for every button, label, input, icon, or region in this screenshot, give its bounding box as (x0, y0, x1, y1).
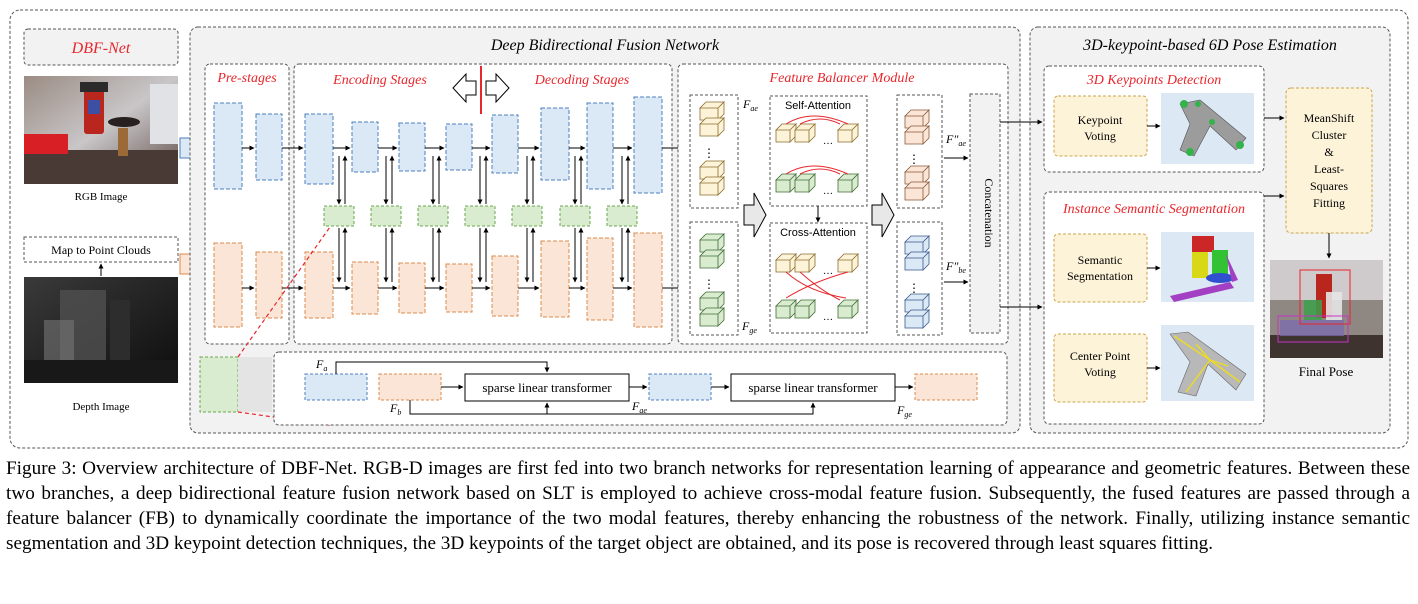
map-to-point-clouds-box (23, 236, 179, 263)
feature-balancer-title: Feature Balancer Module (769, 71, 915, 86)
encoding-stages-title: Encoding Stages (332, 73, 427, 88)
meanshift-line-1: MeanShift (1304, 111, 1355, 125)
left-arrow-icon (452, 72, 477, 104)
semantic-seg-label-2: Segmentation (1067, 269, 1133, 283)
geometric-output-cubes (904, 235, 930, 329)
keypoint-pointcloud-image (1161, 93, 1254, 164)
self-attention-label: Self-Attention (785, 100, 851, 112)
map-to-point-clouds-label: Map to Point Clouds (51, 243, 151, 257)
cross-attention-label: Cross-Attention (780, 227, 856, 239)
fge-label: Fge (896, 403, 912, 419)
semantic-seg-box (1053, 233, 1148, 303)
slt-block-2 (730, 373, 896, 402)
final-pose-label: Final Pose (1299, 364, 1354, 379)
slt-fusion-nodes (323, 205, 638, 227)
svg-text:…: … (823, 136, 833, 147)
slt-block-1-label: sparse linear transformer (482, 380, 612, 395)
keypoint-voting-label-2: Voting (1084, 129, 1116, 143)
geometric-dots: ⋮ (703, 277, 715, 291)
slt-zoom-source (199, 356, 239, 413)
meanshift-line-4: Least- (1314, 162, 1344, 176)
f-ae-label: Fae (742, 97, 758, 113)
dbf-net-title-box (23, 28, 179, 66)
center-voting-label-2: Voting (1084, 365, 1116, 379)
depth-image (24, 277, 178, 383)
f-ge-label: Fge (741, 319, 757, 335)
self-attention-cubes: … … (775, 115, 859, 197)
dbf-net-title: DBF-Net (71, 40, 131, 57)
architecture-diagram: DBF-Net RGB Image Map to Point Clouds De… (9, 9, 1409, 449)
slt-detail-panel (273, 351, 1008, 426)
center-voting-image (1161, 325, 1254, 401)
f-be2-label: F″be (945, 259, 966, 275)
center-voting-label-1: Center Point (1070, 349, 1131, 363)
input-panel: DBF-Net RGB Image Map to Point Clouds De… (23, 28, 212, 413)
svg-text:…: … (823, 266, 833, 277)
keypoint-voting-label-1: Keypoint (1078, 113, 1123, 127)
fa-label: Fa (315, 357, 327, 373)
concatenation-block (969, 93, 1001, 334)
meanshift-box (1285, 87, 1373, 234)
svg-text:…: … (823, 186, 833, 197)
right-arrow-icon (485, 72, 510, 104)
fb-label: Fb (389, 401, 401, 417)
rgb-branch (213, 96, 663, 194)
fa-block (304, 373, 368, 401)
fge-block (914, 373, 978, 401)
slt-arrows (335, 361, 914, 415)
appearance-output-dots: ⋮ (908, 152, 920, 166)
concatenation-label: Concatenation (982, 178, 996, 247)
meanshift-line-2: Cluster (1312, 128, 1347, 142)
fae-block (648, 373, 712, 401)
balancer-in-arrow (743, 192, 767, 238)
slt-block-2-label: sparse linear transformer (748, 380, 878, 395)
svg-text:…: … (823, 312, 833, 323)
figure-caption: Figure 3: Overview architecture of DBF-N… (6, 458, 1410, 554)
meanshift-line-6: Fitting (1313, 196, 1345, 210)
slt-zoom-wedge (238, 357, 272, 412)
rgb-image (24, 76, 178, 184)
pose-estimation-title: 3D-keypoint-based 6D Pose Estimation (1082, 37, 1337, 54)
decoding-stages-title: Decoding Stages (534, 73, 630, 88)
appearance-feature-cubes (699, 101, 725, 196)
fb-block (378, 373, 442, 401)
vertical-connectors (336, 155, 631, 283)
fae-label: Fae (631, 399, 647, 415)
zoom-line-top (237, 226, 331, 358)
meanshift-line-5: Squares (1310, 179, 1348, 193)
pre-stages-title: Pre-stages (216, 71, 277, 86)
geometric-output-dots: ⋮ (908, 281, 920, 295)
keypoints-detection-title: 3D Keypoints Detection (1086, 73, 1222, 88)
f-ae2-label: F″ae (945, 132, 966, 148)
segmentation-image (1161, 232, 1254, 302)
fusion-network-title: Deep Bidirectional Fusion Network (490, 37, 720, 54)
final-pose-image (1270, 260, 1383, 358)
cross-attention-cubes: … … (775, 253, 859, 323)
meanshift-line-3: & (1324, 145, 1334, 159)
semantic-seg-label-1: Semantic (1078, 253, 1123, 267)
instance-seg-title: Instance Semantic Segmentation (1062, 202, 1245, 217)
balancer-out-arrow (871, 192, 895, 238)
rgb-image-label: RGB Image (75, 191, 128, 203)
encoder-decoder-panel (293, 63, 673, 345)
appearance-output-cubes (904, 109, 930, 201)
depth-image-label: Depth Image (72, 401, 129, 413)
geometric-feature-cubes (699, 233, 725, 327)
appearance-dots: ⋮ (703, 146, 715, 160)
